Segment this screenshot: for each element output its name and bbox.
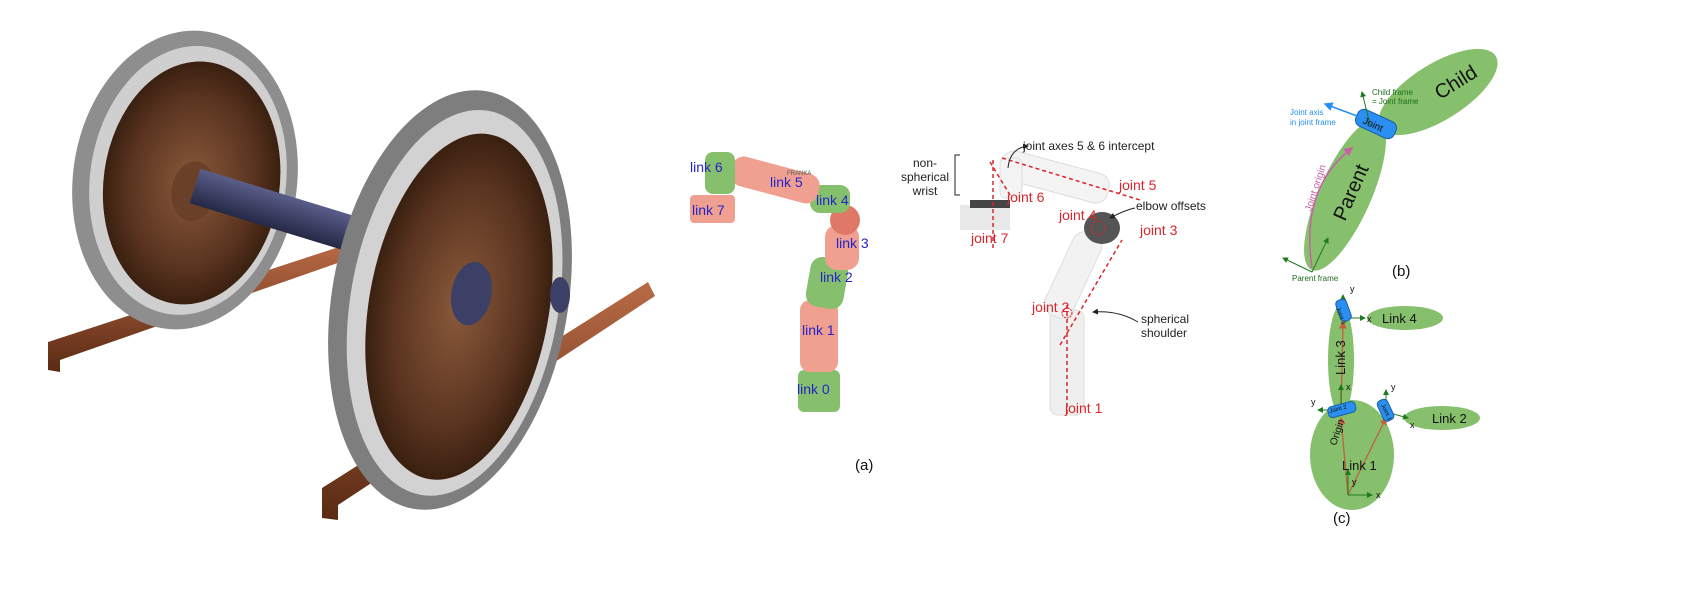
link6-shape — [705, 152, 735, 194]
joint-cylinder — [1354, 108, 1398, 140]
shoulder-label-line1: spherical — [1141, 312, 1189, 326]
link-3-label: Link 3 — [1333, 340, 1348, 375]
wheelset-illustration — [48, 30, 655, 520]
link1-shape — [1310, 400, 1394, 510]
link-6-label: link 6 — [690, 159, 723, 175]
link0-shape — [798, 370, 840, 412]
joint-6-label: joint 6 — [1006, 189, 1045, 205]
link4-shape — [1367, 306, 1443, 330]
joint2-cylinder — [1327, 400, 1357, 419]
link-0-label: link 0 — [797, 381, 830, 397]
caption-c: (c) — [1333, 510, 1351, 527]
joint-2-label: Joint 2 — [1329, 404, 1348, 415]
joint-3-label: joint 3 — [1139, 222, 1178, 238]
joint-4-label: joint 4 — [1058, 207, 1097, 223]
brand-label: FRANKA — [787, 171, 811, 177]
parent-frame-label: Parent frame — [1292, 274, 1339, 283]
robot-joints-illustration: joint axes 5 & 6 intercept non- spherica… — [901, 139, 1206, 416]
joint-frame-diagram: Child Parent Joint Child frame = Joint f… — [1282, 48, 1498, 283]
parent-link-shape — [1304, 119, 1386, 271]
axis-y-label: y — [1350, 284, 1355, 294]
axis-y-label: y — [1352, 477, 1357, 487]
link-3-label: link 3 — [836, 235, 869, 251]
wrist-label-line2: spherical — [901, 170, 949, 184]
kinematic-chain-diagram: Joint 3 Joint 2 Joint 1 Link 3 Link 4 Li… — [1310, 284, 1480, 510]
axis-y-label: y — [1391, 382, 1396, 392]
robot-links-illustration: FRANKA link 6 link 5 link 4 link 7 link … — [690, 152, 869, 412]
axis-x-label: x — [1346, 382, 1351, 392]
caption-b: (b) — [1392, 263, 1410, 280]
link-1-label: link 1 — [802, 322, 835, 338]
link3-shape — [825, 225, 859, 270]
joint1-cylinder — [1376, 398, 1395, 422]
link3-shape — [1328, 305, 1354, 415]
elbow-offsets-label: elbow offsets — [1136, 199, 1206, 213]
wheel-back — [72, 30, 298, 330]
link-4-label: link 4 — [816, 192, 849, 208]
caption-a: (a) — [855, 457, 873, 474]
axle-end — [550, 277, 570, 313]
joint-1-label: joint 1 — [1064, 400, 1103, 416]
link2-shape — [1404, 406, 1480, 430]
axis-y-label: y — [1311, 397, 1316, 407]
child-frame-label-1: Child frame — [1372, 88, 1413, 97]
wheel-front — [328, 90, 572, 510]
axis-x-label: x — [1410, 420, 1415, 430]
link-2-label: Link 2 — [1432, 411, 1467, 426]
axes-intercept-label: joint axes 5 & 6 intercept — [1022, 139, 1155, 153]
link-7-label: link 7 — [692, 202, 725, 218]
link-5-label: link 5 — [770, 174, 803, 190]
joint-2-label: joint 2 — [1031, 299, 1070, 315]
child-frame-label-2: = Joint frame — [1372, 97, 1419, 106]
joint-5-label: joint 5 — [1118, 177, 1157, 193]
joint-7-label: joint 7 — [970, 230, 1009, 246]
wrist-label-line3: wrist — [912, 184, 938, 198]
axis-x-label: x — [1376, 490, 1381, 500]
link-2-label: link 2 — [820, 269, 853, 285]
child-link-shape — [1378, 48, 1498, 136]
link-4-label: Link 4 — [1382, 311, 1417, 326]
axis-x-label: x — [1367, 314, 1372, 324]
link1-shape — [800, 300, 838, 372]
joint-axis-label-2: in joint frame — [1290, 118, 1336, 127]
link5-shape — [730, 156, 820, 204]
wrist-label-line1: non- — [913, 156, 937, 170]
joint-3-label: Joint 3 — [1334, 307, 1346, 326]
link7-shape — [690, 195, 735, 223]
joint-axis-label-1: Joint axis — [1290, 108, 1323, 117]
joint3-cylinder — [1335, 298, 1352, 322]
link-1-label: Link 1 — [1342, 458, 1377, 473]
link4-shape — [810, 185, 850, 213]
shoulder-label-line2: shoulder — [1141, 326, 1187, 340]
